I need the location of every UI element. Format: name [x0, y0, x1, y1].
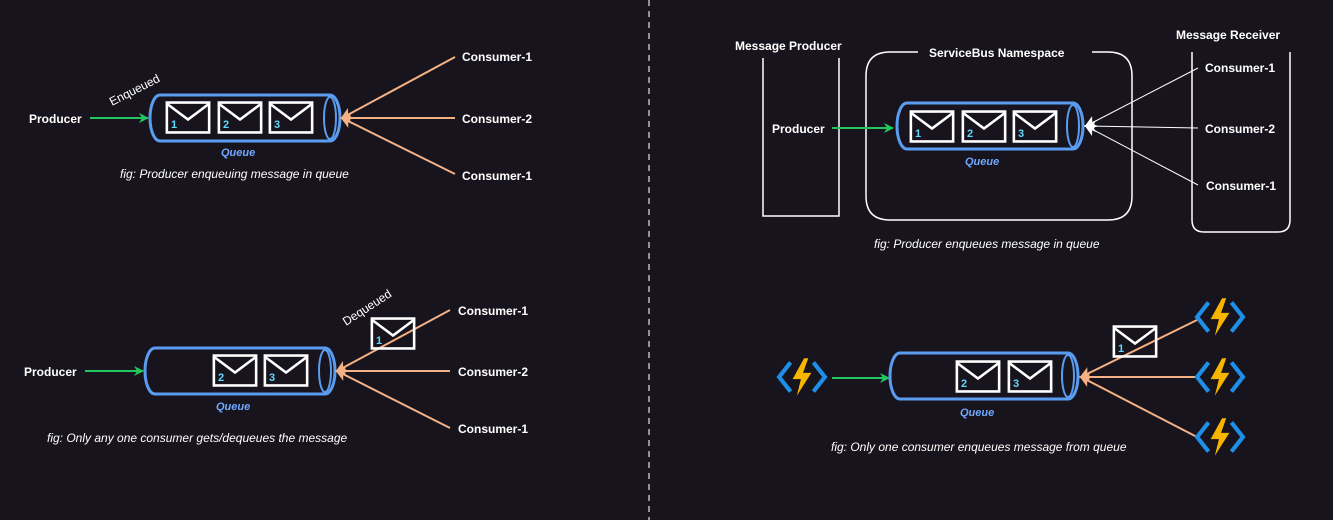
queue-label: Queue: [216, 401, 250, 413]
svg-text:1: 1: [1118, 343, 1124, 355]
figure-caption: fig: Only one consumer enqueues message …: [831, 440, 1127, 454]
consumer-azure-function-icon: [1197, 418, 1243, 455]
consumer-label: Consumer-2: [462, 112, 532, 126]
consumer-line: [1084, 120, 1199, 133]
message-receiver-bracket: [1191, 52, 1291, 233]
consumer-line: [335, 370, 451, 429]
consumer-line: [1079, 376, 1198, 438]
queue-label: Queue: [221, 147, 255, 159]
queue-label: Queue: [965, 156, 999, 168]
figure-caption: fig: Only any one consumer gets/dequeues…: [47, 431, 348, 445]
consumer-label: Consumer-1: [458, 304, 528, 318]
message-envelope-3: 3: [263, 354, 309, 387]
svg-text:1: 1: [376, 335, 382, 347]
consumer-line: [335, 309, 451, 372]
namespace-title: ServiceBus Namespace: [929, 46, 1065, 60]
consumer-line: [1084, 67, 1199, 127]
queue-cylinder: [148, 93, 342, 143]
svg-text:2: 2: [218, 372, 224, 384]
message-envelope-2: 2: [212, 354, 258, 387]
message-producer-title: Message Producer: [735, 39, 842, 53]
message-envelope-2: 2: [955, 360, 1001, 393]
consumer-label: Consumer-2: [458, 365, 528, 379]
consumer-line: [1084, 125, 1199, 186]
svg-text:1: 1: [171, 119, 177, 131]
message-envelope-3: 3: [1007, 360, 1053, 393]
consumer-label: Consumer-1: [1206, 179, 1276, 193]
queue-cylinder: [143, 346, 337, 396]
consumer-label: Consumer-1: [462, 50, 532, 64]
panel-bottom-right: 2 3 Queue 1 fig: Only one consumer enque…: [779, 298, 1243, 455]
dequeued-label: Dequeued: [340, 287, 394, 329]
message-envelope-2: 2: [217, 101, 263, 134]
message-envelope-1: 1: [165, 101, 211, 134]
svg-text:2: 2: [223, 119, 229, 131]
servicebus-namespace-box: [865, 51, 1133, 221]
consumer-line: [340, 56, 456, 119]
panel-top-right: Message Producer ServiceBus Namespace Me…: [735, 28, 1291, 251]
message-envelope-2: 2: [961, 110, 1007, 143]
message-envelope-3: 3: [268, 101, 314, 134]
consumer-azure-function-icon: [1197, 298, 1243, 335]
figure-caption: fig: Producer enqueues message in queue: [874, 237, 1100, 251]
message-envelope-3: 3: [1012, 110, 1058, 143]
svg-text:2: 2: [967, 128, 973, 140]
svg-text:2: 2: [961, 378, 967, 390]
consumer-label: Consumer-1: [1205, 61, 1275, 75]
message-receiver-title: Message Receiver: [1176, 28, 1280, 42]
svg-text:3: 3: [1018, 128, 1024, 140]
svg-text:3: 3: [269, 372, 275, 384]
queue-cylinder: [888, 351, 1080, 401]
queue-label: Queue: [960, 407, 994, 419]
dequeued-message-envelope: 1: [1112, 325, 1158, 358]
consumer-line: [340, 117, 456, 175]
consumer-label: Consumer-2: [1205, 122, 1275, 136]
producer-azure-function-icon: [779, 358, 825, 395]
dequeued-message-envelope: 1: [370, 317, 416, 350]
message-producer-bracket: [762, 58, 840, 217]
consumer-label: Consumer-1: [458, 422, 528, 436]
panel-top-left: Producer Enqueued 1 2 3 Queue Consumer-1…: [29, 50, 532, 183]
figure-caption: fig: Producer enqueuing message in queue: [120, 167, 349, 181]
consumer-label: Consumer-1: [462, 169, 532, 183]
producer-label: Producer: [24, 365, 77, 379]
message-envelope-1: 1: [909, 110, 955, 143]
producer-label: Producer: [772, 122, 825, 136]
consumer-line: [1079, 319, 1198, 378]
queue-cylinder: [895, 101, 1085, 151]
producer-label: Producer: [29, 112, 82, 126]
svg-text:1: 1: [915, 128, 921, 140]
consumer-azure-function-icon: [1197, 358, 1243, 395]
svg-text:3: 3: [1013, 378, 1019, 390]
panel-bottom-left: Producer 2 3 Queue Consumer-1 Consumer-2…: [24, 287, 528, 445]
svg-text:3: 3: [274, 119, 280, 131]
